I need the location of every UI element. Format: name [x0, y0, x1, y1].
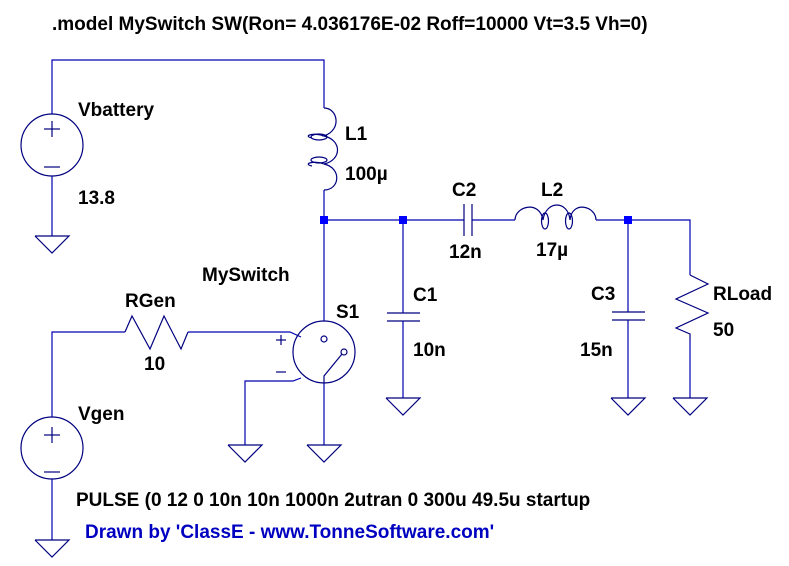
c2-value[interactable]: 12n	[449, 242, 482, 263]
model-directive[interactable]: .model MySwitch SW(Ron= 4.036176E-02 Rof…	[52, 14, 648, 35]
rload-value[interactable]: 50	[713, 320, 734, 341]
voltage-source-icon	[20, 416, 84, 480]
vbattery-value[interactable]: 13.8	[78, 188, 115, 209]
l2-name: L2	[541, 180, 563, 201]
c2-capacitor[interactable]: C2 12n	[449, 180, 482, 263]
inductor-coil-icon	[514, 204, 597, 221]
switch-body-icon	[292, 320, 356, 384]
vgen-source[interactable]: Vgen	[20, 404, 124, 480]
ground-icon	[34, 235, 71, 254]
wire-switch-minus-ground[interactable]	[244, 377, 302, 445]
junction-node	[399, 216, 407, 224]
rgen-resistor[interactable]: RGen 10	[124, 291, 189, 375]
inductor-loop-icon	[310, 133, 328, 141]
l1-name: L1	[345, 124, 368, 145]
c1-capacitor[interactable]: C1 10n	[387, 285, 446, 361]
c3-capacitor[interactable]: C3 15n	[580, 284, 645, 361]
l2-inductor[interactable]: L2 17µ	[514, 180, 597, 261]
resistor-zigzag-icon	[124, 314, 189, 351]
ground-icon	[227, 444, 264, 463]
rgen-name: RGen	[125, 291, 176, 312]
inductor-loop-icon	[307, 133, 325, 167]
inductor-loop-icon	[564, 212, 574, 230]
c3-value[interactable]: 15n	[580, 340, 613, 361]
switch-contact-icon	[320, 335, 328, 343]
rgen-value[interactable]: 10	[144, 354, 165, 375]
directive-line: PULSE (0 12 0 10n 10n 1000n 2utran 0 300…	[76, 490, 590, 511]
s1-name: S1	[336, 302, 360, 323]
junction-node	[624, 216, 632, 224]
switch-contact-icon	[340, 348, 348, 356]
tran-directive[interactable]: tran 0 300u 49.5u startup	[366, 490, 590, 511]
l1-value[interactable]: 100µ	[345, 164, 388, 185]
c1-name: C1	[413, 285, 438, 306]
wire-rgen-switch[interactable]	[188, 331, 302, 338]
vbattery-name: Vbattery	[78, 100, 154, 121]
wire-l2-rload[interactable]	[596, 219, 691, 275]
vbattery-source[interactable]: Vbattery 13.8	[20, 100, 154, 209]
voltage-source-icon	[20, 113, 84, 177]
ground-icon	[672, 397, 709, 416]
inductor-loop-icon	[540, 212, 550, 230]
wire-supply-top[interactable]	[51, 59, 325, 114]
wire-vgen-rgen[interactable]	[51, 331, 125, 417]
inductor-loop-icon	[310, 156, 328, 164]
ground-icon	[306, 444, 343, 463]
vgen-value[interactable]: PULSE (0 12 0 10n 10n 1000n 2u	[76, 490, 366, 511]
c1-value[interactable]: 10n	[413, 340, 446, 361]
rload-name: RLoad	[713, 284, 772, 305]
c2-name: C2	[452, 180, 476, 201]
c3-name: C3	[591, 284, 615, 305]
junctions	[320, 216, 632, 224]
l2-value[interactable]: 17µ	[536, 240, 568, 261]
resistor-zigzag-icon	[674, 274, 710, 340]
ground-icon	[385, 397, 422, 416]
rload-resistor[interactable]: RLoad 50	[674, 274, 772, 341]
l1-inductor[interactable]: L1 100µ	[307, 107, 388, 191]
credit-text: Drawn by 'ClassE - www.TonneSoftware.com…	[85, 522, 494, 543]
ground-icon	[34, 539, 71, 558]
ground-icon	[610, 397, 647, 416]
inductor-coil-icon	[321, 107, 339, 191]
switch-blade-icon	[323, 353, 343, 383]
vgen-name: Vgen	[78, 404, 124, 425]
junction-node	[320, 216, 328, 224]
s1-switch[interactable]: S1 MySwitch	[202, 265, 360, 384]
s1-model[interactable]: MySwitch	[202, 265, 290, 286]
